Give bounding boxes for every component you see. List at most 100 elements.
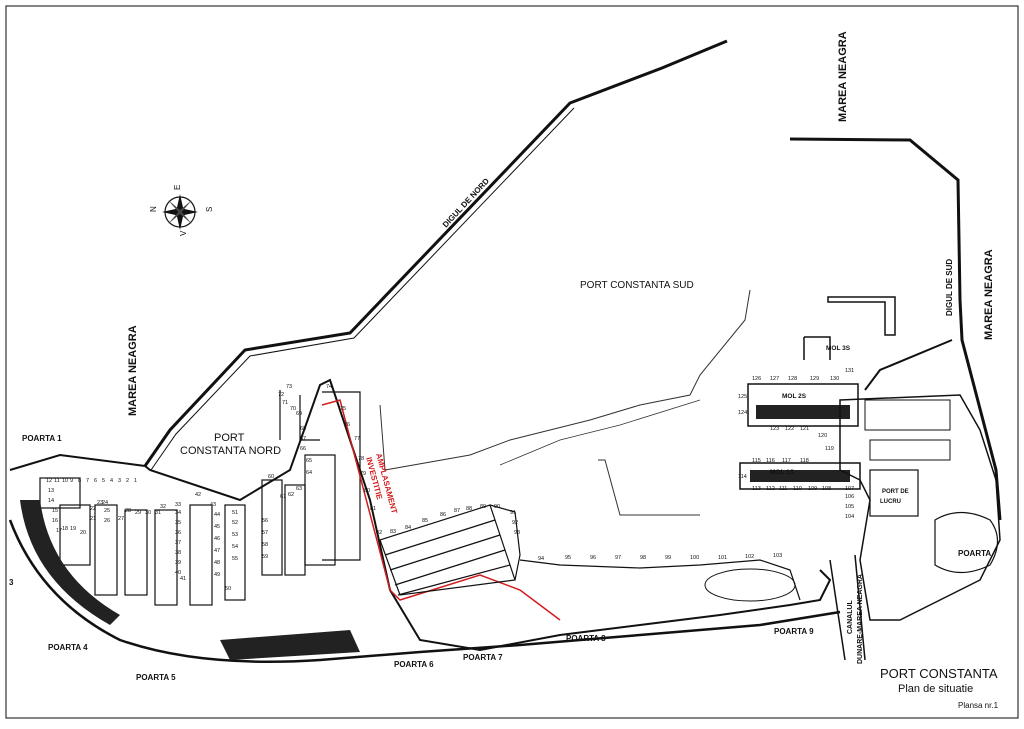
berth-number: 81 xyxy=(370,506,376,512)
berth-number: 54 xyxy=(232,544,238,550)
berth-number: 130 xyxy=(830,376,839,382)
south-breakwater-spur xyxy=(864,339,953,391)
poarta-9-label: POARTA 9 xyxy=(774,627,814,636)
canal-label-2: DUNARE-MAREA NEAGRA xyxy=(857,574,864,664)
berth-number: 9 xyxy=(70,478,73,484)
berth-number: 29 xyxy=(135,510,141,516)
berth-number: 131 xyxy=(845,368,854,374)
berth-number: 109 xyxy=(808,486,817,492)
berth-number: 124 xyxy=(738,410,747,416)
berth-number: 104 xyxy=(845,514,854,520)
berth-number: 125 xyxy=(738,394,747,400)
berth-number: 17 xyxy=(56,528,62,534)
berth-number: 85 xyxy=(422,518,428,524)
berth-number: 24 xyxy=(102,500,108,506)
berth-number: 56 xyxy=(262,518,268,524)
title-block-title: PORT CONSTANTA xyxy=(880,666,998,681)
compass-e-label: E xyxy=(173,185,182,190)
berth-number: 102 xyxy=(745,554,754,560)
poarta-7-label: POARTA 7 xyxy=(463,653,503,662)
berth-number: 43 xyxy=(210,502,216,508)
north-breakwater-inner xyxy=(150,107,575,471)
berth-number: 121 xyxy=(800,426,809,432)
berth-number: 98 xyxy=(640,555,646,561)
berth-number: 14 xyxy=(48,498,54,504)
berth-number: 78 xyxy=(358,456,364,462)
berth-number: 49 xyxy=(214,572,220,578)
berth-number: 37 xyxy=(175,540,181,546)
berth-number: 84 xyxy=(405,525,411,531)
mol-2s-outline xyxy=(747,383,859,427)
reclaimed-area-inner xyxy=(499,399,701,466)
port-de-lucru-area xyxy=(869,469,919,517)
title-block-sheet: Plansa nr.1 xyxy=(958,701,999,710)
berth-number: 79 xyxy=(360,471,366,477)
berth-number: 119 xyxy=(825,446,834,452)
berth-number: 39 xyxy=(175,560,181,566)
sea-label-top-right: MAREA NEAGRA xyxy=(837,31,849,122)
poarta-3-label: 3 xyxy=(9,578,14,587)
berth-number: 5 xyxy=(102,478,105,484)
mol-3s-small-pier xyxy=(803,336,831,360)
berth-number: 41 xyxy=(180,576,186,582)
berth-number: 74 xyxy=(326,384,332,390)
berth-number: 46 xyxy=(214,536,220,542)
berth-number: 25 xyxy=(104,508,110,514)
berth-number: 68 xyxy=(300,426,306,432)
right-gate-loop xyxy=(934,511,999,574)
berth-number: 28 xyxy=(125,508,131,514)
canal-label-1: CANALUL xyxy=(847,599,854,634)
berth-number: 10 xyxy=(62,478,68,484)
berth-number: 45 xyxy=(214,524,220,530)
berth-number: 82 xyxy=(376,530,382,536)
berth-number: 89 xyxy=(480,504,486,510)
berth-number: 61 xyxy=(280,494,286,500)
berth-number: 52 xyxy=(232,520,238,526)
berth-number: 42 xyxy=(195,492,201,498)
berth-number: 86 xyxy=(440,512,446,518)
berth-number: 128 xyxy=(788,376,797,382)
drawing-border xyxy=(5,5,1019,719)
berth-number: 113 xyxy=(752,486,761,492)
berth-number: 60 xyxy=(268,474,274,480)
berth-number: 105 xyxy=(845,504,854,510)
berth-number: 67 xyxy=(300,436,306,442)
berth-number: 129 xyxy=(810,376,819,382)
berth-number: 23 xyxy=(97,500,103,506)
mol-2s-storage xyxy=(756,405,850,419)
berth-number: 96 xyxy=(590,555,596,561)
berth-number: 99 xyxy=(665,555,671,561)
berth-number: 66 xyxy=(300,446,306,452)
sea-label-right: MAREA NEAGRA xyxy=(983,249,995,340)
south-terminal-block xyxy=(864,399,951,431)
poarta-right-label: POARTA xyxy=(958,549,991,558)
berth-number: 53 xyxy=(232,532,238,538)
south-berth-line xyxy=(519,559,801,601)
south-lagoon xyxy=(704,568,796,602)
berth-number: 114 xyxy=(738,474,747,480)
reclaimed-area-outline xyxy=(379,289,751,471)
port-de-lucru-label-2: LUCRU xyxy=(880,499,901,505)
berth-number: 76 xyxy=(344,422,350,428)
berth-number: 2 xyxy=(126,478,129,484)
berth-number: 115 xyxy=(752,458,761,464)
compass-s-label: S xyxy=(205,207,214,212)
berth-number: 69 xyxy=(296,411,302,417)
mol-1s-outline xyxy=(739,462,861,490)
berth-number: 12 xyxy=(46,478,52,484)
berth-number: 100 xyxy=(690,555,699,561)
berth-number: 11 xyxy=(54,478,60,484)
berth-number: 15 xyxy=(52,508,58,514)
compass-n-label: N xyxy=(149,206,158,212)
port-nord-label-2: CONSTANTA NORD xyxy=(180,445,281,457)
berth-number: 20 xyxy=(80,530,86,536)
berth-number: 57 xyxy=(262,530,268,536)
port-nord-label-1: PORT xyxy=(214,432,245,444)
berth-number: 40 xyxy=(175,570,181,576)
berth-number: 32 xyxy=(160,504,166,510)
berth-number: 36 xyxy=(175,530,181,536)
mol-3s-label: MOL 3S xyxy=(826,345,851,352)
berth-number: 107 xyxy=(845,486,854,492)
berth-number: 95 xyxy=(565,555,571,561)
